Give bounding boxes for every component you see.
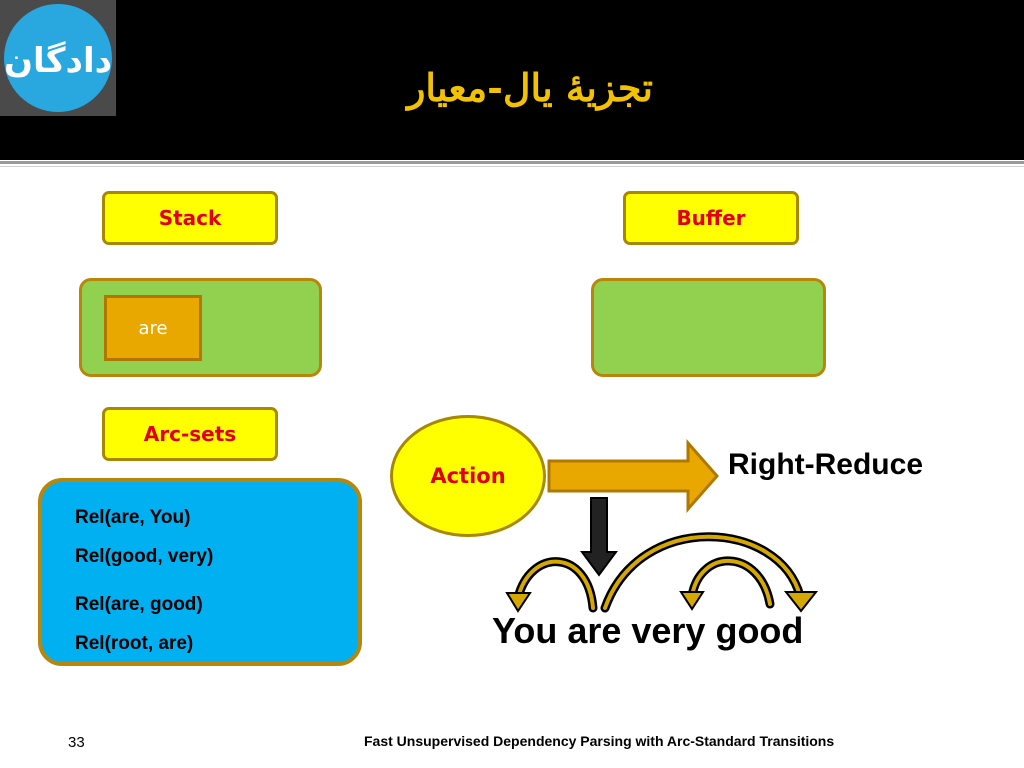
- header-divider: [0, 161, 1024, 164]
- input-sentence: You are very good: [492, 610, 804, 651]
- arc-set-item: Rel(good, very): [75, 546, 214, 567]
- action-circle: Action: [390, 415, 546, 537]
- slide-number: 33: [68, 734, 85, 751]
- dependency-arc-good-very: [679, 556, 775, 611]
- footer-text: Fast Unsupervised Dependency Parsing wit…: [364, 733, 835, 749]
- dependency-arc-are-good: [600, 532, 819, 613]
- arc-set-item: Rel(are, You): [75, 507, 191, 528]
- arc-sets-label: Arc-sets: [102, 407, 278, 461]
- header-divider-thin: [0, 166, 1024, 167]
- action-result: Right-Reduce: [728, 448, 923, 481]
- arc-set-item: Rel(root, are): [75, 633, 194, 654]
- dadegan-logo: دادگان: [0, 0, 116, 116]
- buffer-container: [591, 278, 826, 377]
- stack-item: are: [104, 295, 202, 361]
- slide-title: تجزیهٔ یال-معیار: [407, 65, 653, 110]
- arc-set-item: Rel(are, good): [75, 594, 203, 615]
- dependency-arc-are-you: [505, 557, 598, 613]
- stack-label: Stack: [102, 191, 278, 245]
- arc-sets-container: [38, 478, 362, 666]
- svg-text:دادگان: دادگان: [4, 41, 112, 81]
- dadegan-logo-icon: دادگان: [4, 4, 112, 112]
- action-arrow: [547, 439, 719, 513]
- down-arrow: [580, 497, 618, 577]
- slide-header: دادگان تجزیهٔ یال-معیار: [0, 0, 1024, 160]
- buffer-label: Buffer: [623, 191, 799, 245]
